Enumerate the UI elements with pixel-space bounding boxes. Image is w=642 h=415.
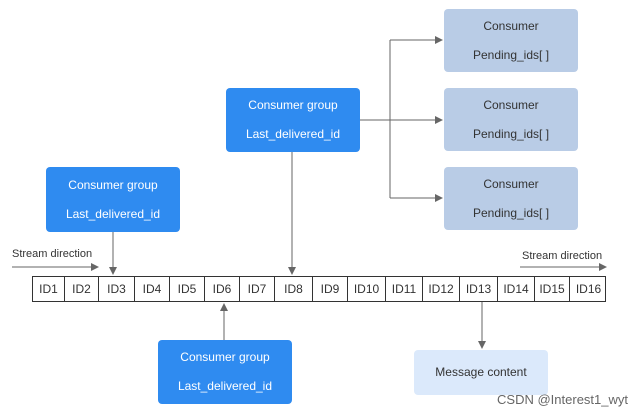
stream-id-cell: ID6 [205, 277, 240, 301]
message-content-box: Message content [414, 350, 548, 395]
watermark: CSDN @Interest1_wyt [497, 392, 628, 407]
stream-direction-label-right: Stream direction [522, 250, 603, 262]
stream-id-cell: ID12 [423, 277, 460, 301]
consumer-title: Consumer [483, 176, 539, 191]
consumer-group-bottom: Consumer group Last_delivered_id [158, 340, 292, 404]
consumer-pending-ids: Pending_ids[ ] [472, 47, 550, 62]
consumer-title: Consumer [483, 18, 539, 33]
consumer-group-middle: Consumer group Last_delivered_id [226, 88, 360, 152]
stream-id-cell: ID9 [313, 277, 348, 301]
stream-id-cell: ID11 [386, 277, 423, 301]
stream-id-strip: ID1 ID2 ID3 ID4 ID5 ID6 ID7 ID8 ID9 ID10… [32, 276, 606, 302]
stream-direction-label-left: Stream direction [12, 248, 93, 260]
stream-id-cell: ID7 [240, 277, 275, 301]
group-title: Consumer group [248, 98, 338, 112]
consumer-box-3: Consumer Pending_ids[ ] [444, 167, 578, 230]
stream-id-cell: ID8 [275, 277, 313, 301]
group-last-delivered-id: Last_delivered_id [65, 206, 161, 221]
stream-id-cell: ID14 [498, 277, 535, 301]
consumer-pending-ids: Pending_ids[ ] [472, 126, 550, 141]
stream-id-cell: ID10 [348, 277, 386, 301]
consumer-pending-ids: Pending_ids[ ] [472, 205, 550, 220]
consumer-title: Consumer [483, 97, 539, 112]
group-title: Consumer group [68, 177, 158, 192]
group-last-delivered-id: Last_delivered_id [245, 127, 341, 141]
message-content-label: Message content [435, 365, 527, 379]
consumer-box-2: Consumer Pending_ids[ ] [444, 88, 578, 151]
stream-id-cell: ID5 [170, 277, 205, 301]
group-title: Consumer group [180, 350, 270, 364]
group-last-delivered-id: Last_delivered_id [177, 379, 273, 393]
stream-id-cell: ID16 [575, 282, 602, 296]
stream-id-cell: ID4 [135, 277, 170, 301]
stream-id-cell: ID3 [99, 277, 135, 301]
consumer-group-left: Consumer group Last_delivered_id [46, 167, 180, 232]
stream-id-cell: ID15 [535, 277, 570, 301]
consumer-box-1: Consumer Pending_ids[ ] [444, 9, 578, 72]
stream-id-cell: ID1 [33, 277, 65, 301]
stream-id-cell: ID13 [460, 277, 498, 301]
stream-id-cell: ID2 [65, 277, 99, 301]
